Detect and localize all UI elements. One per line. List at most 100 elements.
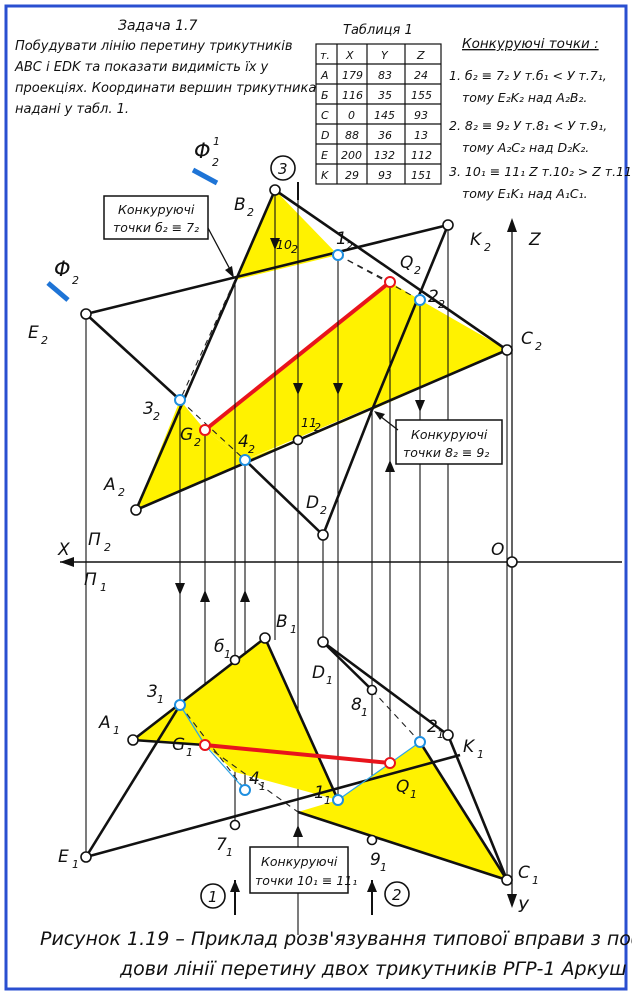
table-cell: 24 [414, 69, 428, 82]
label-q2: Q [400, 253, 413, 273]
label-sub: 2 [247, 206, 254, 219]
competing-item: 1. б₂ ≡ 7₂ У т.б₁ < У т.7₁, [449, 68, 607, 83]
label-b2: B [234, 195, 246, 215]
label-sub: 2 [535, 340, 542, 353]
table-cell: 145 [374, 109, 395, 122]
label-sub: 2 [153, 410, 160, 423]
label-sub: 1 [226, 846, 233, 859]
phi2-1-trace [191, 167, 219, 186]
competing-item: тому A₂C₂ над D₂K₂. [462, 140, 589, 155]
task-line: надані у табл. 1. [15, 102, 129, 117]
label-8-1: 8 [351, 695, 362, 715]
triangle-abc-fill-low-right [298, 742, 507, 880]
label-sub: 1 [380, 861, 387, 874]
table-cell: 93 [378, 169, 392, 182]
callout-right: Конкуруючі точки 8₂ ≡ 9₂ [374, 411, 503, 465]
table-cell: 88 [345, 129, 359, 142]
horizontal-key-points [174, 699, 426, 806]
competing-title: Конкуруючі точки : [462, 36, 599, 52]
table-cell: 132 [374, 149, 395, 162]
phi2-1-label: Φ [194, 139, 211, 163]
view-markers: 3 1 2 [200, 155, 410, 915]
label-a1: A [98, 713, 111, 733]
label-4-2: 4 [238, 432, 249, 452]
label-sub: 1 [477, 748, 484, 761]
callout-text: точки б₂ ≡ 7₂ [113, 220, 199, 235]
projection-lines [85, 190, 508, 935]
label-g1: G [172, 735, 185, 755]
label-7-1: 7 [216, 835, 227, 855]
label-sub: 1 [259, 780, 266, 793]
label-sub: 1 [157, 693, 164, 706]
label-k1: K [463, 737, 476, 757]
label-g2: G [180, 425, 193, 445]
competing-points-list: Конкуруючі точки : 1. б₂ ≡ 7₂ У т.б₁ < У… [449, 36, 632, 201]
caption-line: Рисунок 1.19 – Приклад розв'язування тип… [40, 928, 632, 950]
label-sub: 2 [346, 240, 353, 253]
table-cell: 35 [378, 89, 392, 102]
frontal-projection [85, 188, 508, 536]
plane-pi1-label: П [84, 570, 97, 590]
label-a2: A [103, 475, 116, 495]
label-sub: 1 [290, 623, 297, 636]
marker-2: 2 [392, 886, 402, 904]
phi2-1-sub: 2 [212, 156, 219, 169]
competing-item: тому E₁K₁ над A₁C₁. [462, 186, 588, 201]
table-cell: 93 [414, 109, 428, 122]
label-sub: 2 [118, 486, 125, 499]
triangle-abc-fill-top [235, 190, 338, 280]
label-sub: 2 [320, 504, 327, 517]
competing-item: 3. 10₁ ≡ 11₁ Z т.10₂ > Z т.11₂, [449, 164, 632, 179]
label-11-2: 11 [301, 415, 317, 430]
label-sub: 1 [113, 724, 120, 737]
triangle-abc-fill-low-left [133, 638, 338, 800]
table-cell: 29 [345, 169, 359, 182]
coordinates-table: Таблиця 1 т. X Y Z A 179 83 24 Б 116 35 … [315, 23, 442, 185]
table-header: X [345, 49, 354, 62]
axis-x-label: X [57, 540, 70, 560]
table-cell: K [321, 169, 329, 182]
label-sub: 1 [324, 794, 331, 807]
plane-pi2-label: П [88, 530, 101, 550]
point-q1 [384, 757, 396, 769]
sheet-border [4, 4, 628, 991]
point-g2 [199, 424, 211, 436]
table-header: Y [381, 49, 389, 62]
phi2-trace [46, 281, 70, 302]
label-d1: D [312, 663, 325, 683]
table-cell: 112 [411, 149, 432, 162]
callout-text: Конкуруючі [118, 202, 195, 217]
callout-text: Конкуруючі [261, 854, 338, 869]
phi-planes: Φ 1 2 Φ 2 [46, 135, 220, 302]
marker-1: 1 [208, 888, 218, 906]
plane-pi2-sub: 2 [104, 541, 111, 554]
table-cell: 155 [411, 89, 432, 102]
label-sub: 2 [484, 241, 491, 254]
label-c2: C [521, 329, 533, 349]
label-d2: D [306, 493, 319, 513]
label-1-2: 1 [336, 229, 347, 249]
table-cell: C [321, 109, 329, 122]
horizontal-projection [84, 636, 509, 882]
callout-bottom: Конкуруючі точки 10₁ ≡ 11₁ [249, 846, 357, 894]
label-2-1: 2 [427, 717, 438, 737]
label-sub: 2 [438, 298, 445, 311]
task-line: проекціях. Координати вершин трикутника [15, 81, 316, 96]
phi2-label: Φ [54, 257, 71, 281]
frontal-labels: B 2 K 2 E 2 C 2 A 2 D 2 G 2 Q 2 1 2 2 2 … [28, 195, 542, 517]
label-sub: 1 [186, 746, 193, 759]
label-sub: 2 [248, 443, 255, 456]
point-g1 [199, 739, 211, 751]
label-sub: 1 [361, 706, 368, 719]
label-q1: Q [396, 777, 409, 797]
caption-line: дови лінії перетину двох трикутників РГР… [119, 958, 632, 980]
table-title: Таблиця 1 [343, 23, 413, 38]
origin-label: O [491, 540, 504, 560]
marker-3: 3 [278, 160, 288, 178]
table-cell: 36 [378, 129, 392, 142]
table-header: т. [320, 49, 330, 62]
table-cell: Б [321, 89, 329, 102]
label-e1: E [58, 847, 69, 867]
phi2-sub: 2 [72, 274, 79, 287]
